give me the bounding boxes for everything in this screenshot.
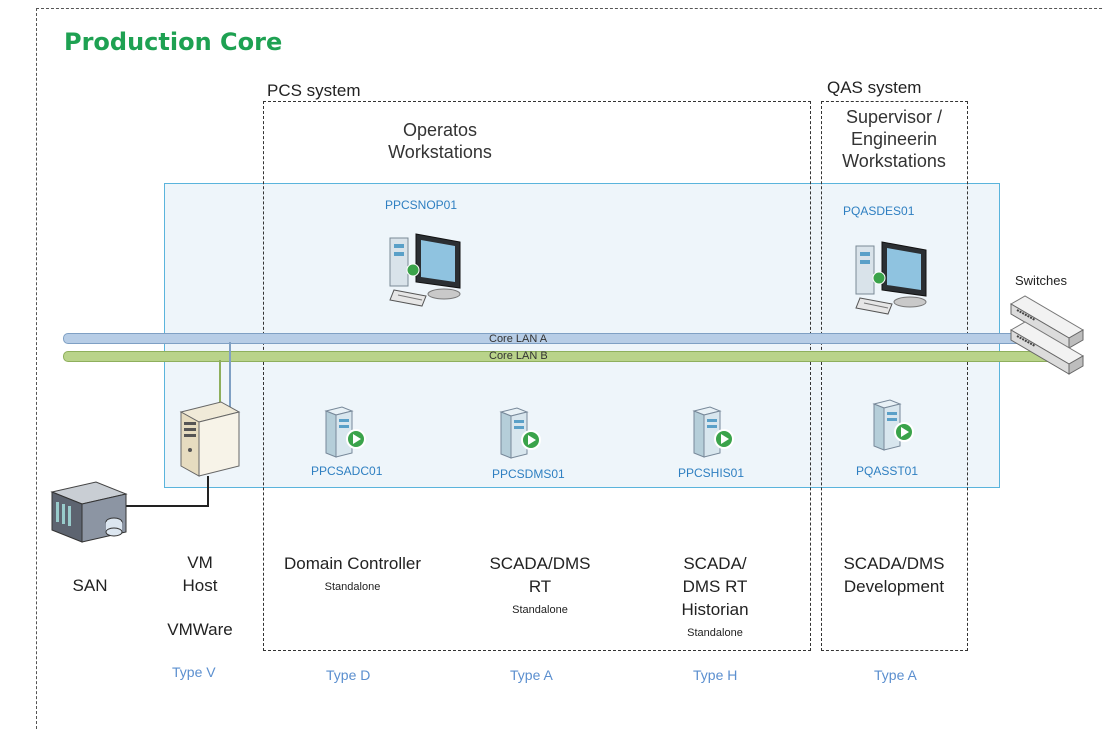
- tower-server-icon: [177, 398, 243, 480]
- hostname-ppcsdms01: PPCSDMS01: [492, 467, 565, 481]
- scada-rt-standalone: Standalone: [512, 604, 568, 616]
- vmware-label: VMWare: [167, 620, 233, 639]
- server-icon: [870, 398, 920, 454]
- vmhost-lan-b-link: [219, 360, 221, 408]
- core-lan-a-line: [63, 333, 1065, 344]
- diagram-title: Production Core: [64, 28, 283, 56]
- server-icon: [497, 406, 547, 462]
- scada-rt-label: SCADA/DMS RT: [489, 554, 591, 596]
- type-a-qas-label: Type A: [874, 667, 917, 683]
- san-link-vertical: [207, 476, 209, 506]
- vm-host-label: VM Host: [182, 553, 218, 595]
- hostname-ppcsadc01: PPCSADC01: [311, 464, 383, 478]
- type-h-label: Type H: [693, 667, 738, 683]
- supervisor-workstations-label: Supervisor / Engineerin Workstations: [842, 107, 946, 171]
- domain-controller-standalone: Standalone: [324, 581, 381, 593]
- switches-label: Switches: [1015, 273, 1068, 288]
- core-lan-a-label: Core LAN A: [489, 333, 548, 345]
- core-lan-b-line: [63, 351, 1065, 362]
- san-link-horizontal: [125, 505, 209, 507]
- san-label: SAN: [72, 576, 108, 595]
- storage-array-icon: [44, 478, 134, 548]
- hostname-ppcshis01: PPCSHIS01: [678, 466, 745, 480]
- operators-workstations-label: Operatos Workstations: [388, 120, 492, 162]
- domain-controller-label: Domain Controller: [284, 554, 421, 573]
- type-a-label: Type A: [510, 667, 553, 683]
- development-label: SCADA/DMS Development: [843, 554, 945, 596]
- network-switch-icon: [1005, 294, 1087, 378]
- qas-system-box: [821, 101, 968, 651]
- pcs-system-label: PCS system: [267, 81, 361, 100]
- type-d-label: Type D: [326, 667, 371, 683]
- pcs-system-box: [263, 101, 811, 651]
- diagram-frame: [36, 8, 1104, 729]
- hostname-pqasst01: PQASST01: [856, 464, 919, 478]
- type-v-label: Type V: [172, 664, 216, 680]
- core-lan-b-label: Core LAN B: [489, 350, 548, 362]
- server-icon: [690, 405, 740, 461]
- historian-standalone: Standalone: [687, 627, 743, 639]
- workstation-icon: [852, 238, 938, 318]
- qas-system-label: QAS system: [827, 78, 922, 97]
- server-icon: [322, 405, 372, 461]
- hostname-ppcsnop01: PPCSNOP01: [385, 198, 458, 212]
- historian-label: SCADA/ DMS RT Historian: [681, 554, 749, 619]
- vmhost-lan-a-link: [229, 342, 231, 408]
- hostname-pqasdes01: PQASDES01: [843, 204, 915, 218]
- workstation-icon: [386, 230, 472, 310]
